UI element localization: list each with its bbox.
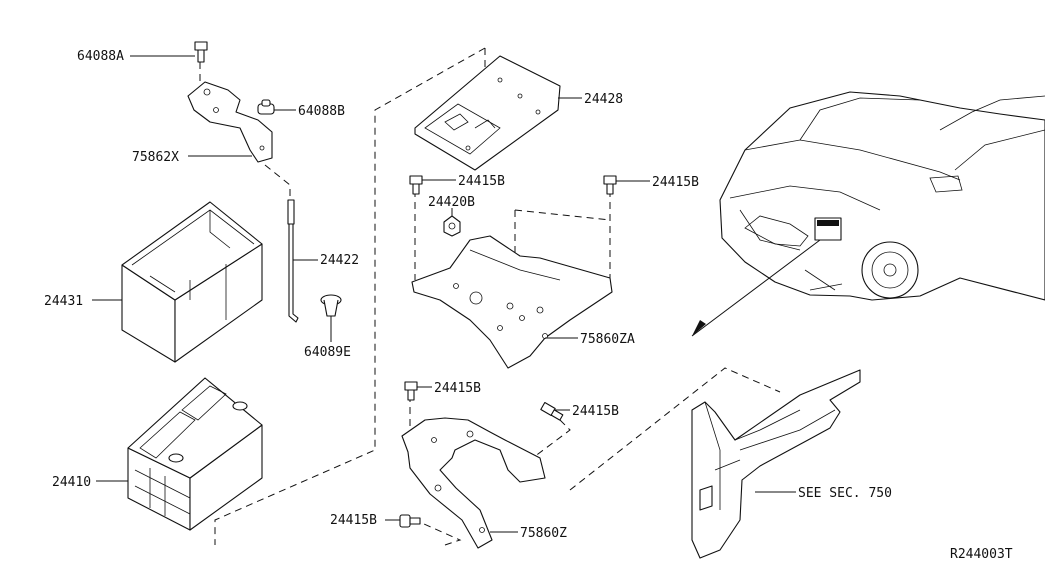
label-24422: 24422 bbox=[320, 253, 359, 268]
bolt-64088a bbox=[130, 41, 208, 63]
label-75862x: 75862X bbox=[132, 150, 179, 165]
body-panel-sec-750 bbox=[691, 369, 861, 559]
clip-64089e bbox=[320, 294, 342, 342]
label-see-sec-750: SEE SEC. 750 bbox=[798, 486, 892, 501]
bracket-75862x bbox=[187, 81, 273, 163]
rod-24422 bbox=[287, 199, 318, 323]
bolt-24415b-bottom bbox=[385, 514, 421, 528]
label-24415b-4: 24415B bbox=[572, 404, 619, 419]
vehicle-front-view bbox=[691, 91, 1045, 337]
battery-case-24431 bbox=[92, 201, 263, 363]
label-24428: 24428 bbox=[584, 92, 623, 107]
label-24415b-2: 24415B bbox=[652, 175, 699, 190]
label-24415b-3: 24415B bbox=[434, 381, 481, 396]
nut-24420b bbox=[443, 208, 461, 237]
bracket-75860z bbox=[401, 417, 546, 549]
label-24431: 24431 bbox=[44, 294, 83, 309]
tray-75860za bbox=[411, 235, 613, 369]
battery-24410 bbox=[96, 377, 263, 531]
label-24410: 24410 bbox=[52, 475, 91, 490]
label-64088b: 64088B bbox=[298, 104, 345, 119]
label-24415b-1: 24415B bbox=[458, 174, 505, 189]
label-64089e: 64089E bbox=[304, 345, 351, 360]
label-75860z: 75860Z bbox=[520, 526, 567, 541]
bolt-24415b-lower-right bbox=[540, 401, 570, 421]
bolt-24415b-upper-left bbox=[409, 175, 456, 195]
bolt-24415b-lower-left bbox=[404, 381, 432, 401]
bolt-24415b-upper-right bbox=[603, 175, 650, 195]
label-64088a: 64088A bbox=[77, 49, 124, 64]
clip-64088b bbox=[257, 99, 296, 115]
diagram-code: R244003T bbox=[950, 547, 1013, 562]
label-24420b: 24420B bbox=[428, 195, 475, 210]
label-24415b-5: 24415B bbox=[330, 513, 377, 528]
part-labels: 64088A 64088B 75862X 24422 24431 64089E … bbox=[44, 49, 1013, 562]
cover-24428 bbox=[414, 55, 582, 171]
label-75860za: 75860ZA bbox=[580, 332, 635, 347]
